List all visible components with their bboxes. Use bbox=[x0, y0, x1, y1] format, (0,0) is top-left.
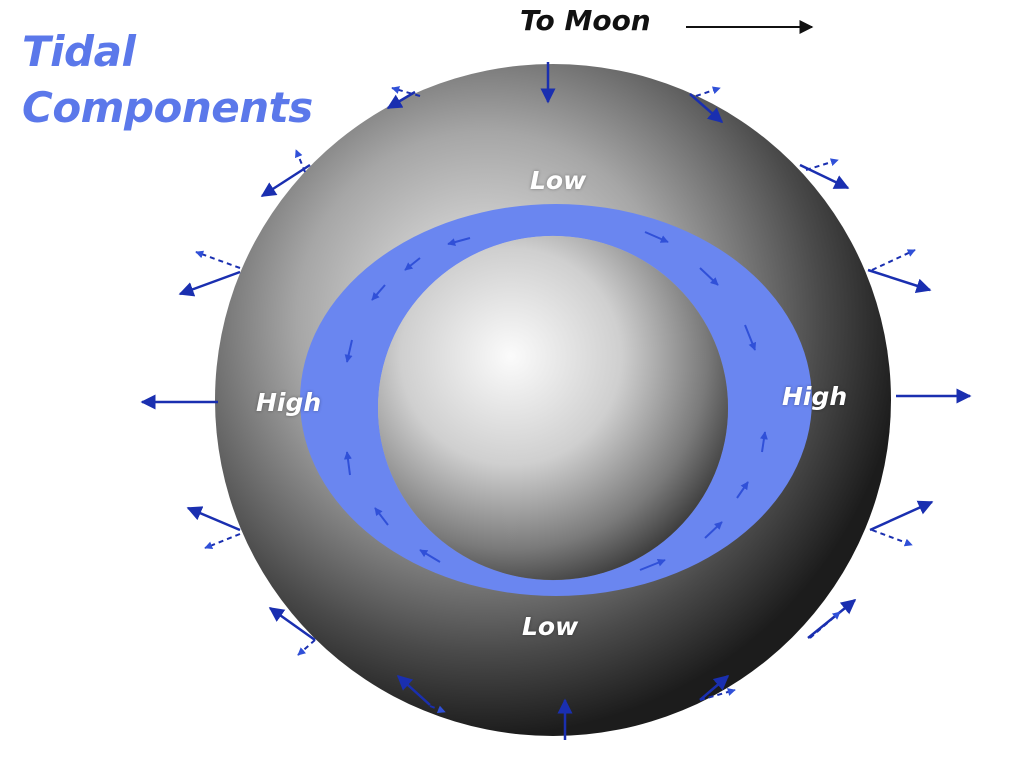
high-tide-left-label: High bbox=[256, 388, 322, 417]
tangential-component-arrows bbox=[195, 86, 916, 714]
low-tide-top-label: Low bbox=[530, 166, 587, 195]
tidal-force-arrows bbox=[140, 62, 972, 740]
to-moon-label: To Moon bbox=[520, 4, 651, 37]
inner-sphere bbox=[378, 236, 728, 580]
title-line-1: Tidal bbox=[22, 27, 136, 76]
diagram-title: Tidal Components bbox=[22, 24, 313, 136]
title-line-2: Components bbox=[22, 83, 313, 132]
high-tide-right-label: High bbox=[782, 382, 848, 411]
ocean-flow-arrows bbox=[343, 231, 768, 571]
low-tide-bottom-label: Low bbox=[522, 612, 579, 641]
